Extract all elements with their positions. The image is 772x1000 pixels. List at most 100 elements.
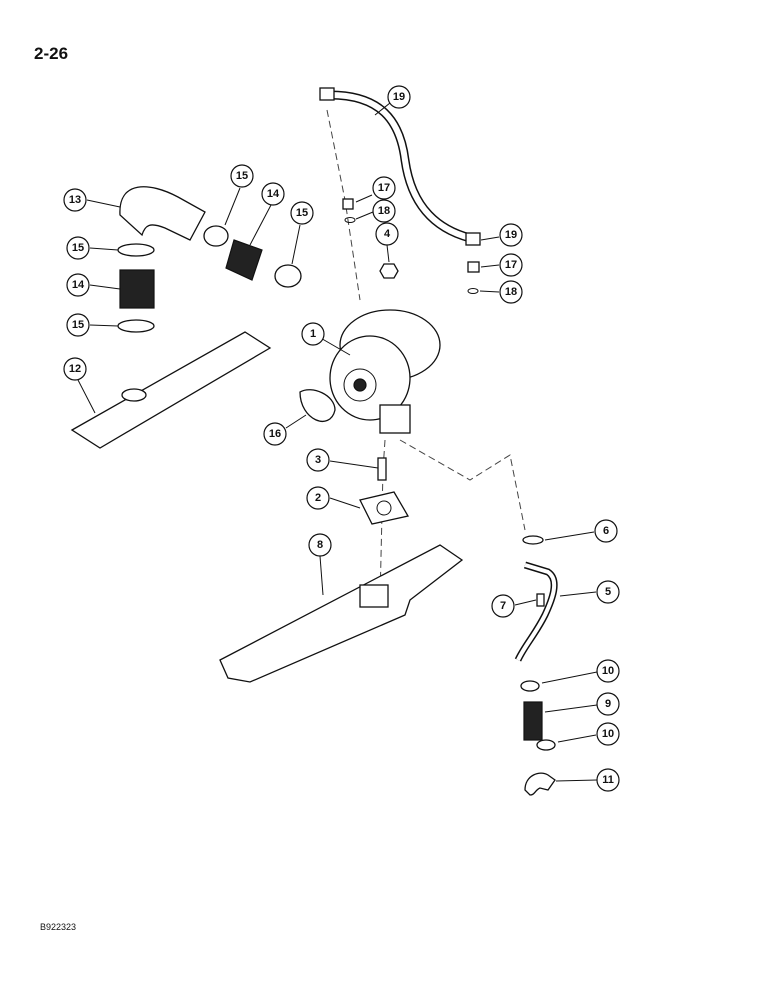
svg-text:1: 1 bbox=[310, 328, 316, 340]
page-number: 2-26 bbox=[34, 44, 69, 63]
washer-upper bbox=[344, 217, 356, 223]
svg-text:2: 2 bbox=[315, 492, 321, 504]
gasket bbox=[359, 491, 410, 525]
leader-2 bbox=[329, 497, 361, 509]
callout-14-left: 14 bbox=[66, 273, 90, 297]
drain-elbow bbox=[524, 772, 556, 796]
leader-10b bbox=[557, 734, 597, 743]
leader-3 bbox=[329, 460, 379, 469]
svg-text:3: 3 bbox=[315, 454, 321, 466]
leader-lines bbox=[77, 102, 598, 782]
leader-17a bbox=[355, 194, 373, 203]
exhaust-manifold-flange bbox=[359, 584, 389, 608]
oil-drain-tube bbox=[514, 561, 558, 662]
gasket-hole bbox=[376, 500, 392, 516]
leader-14b bbox=[89, 284, 121, 290]
leader-14a bbox=[249, 204, 272, 246]
callout-4: 4 bbox=[375, 222, 399, 246]
callout-7: 7 bbox=[491, 594, 515, 618]
svg-text:4: 4 bbox=[384, 228, 391, 240]
leader-19b bbox=[480, 236, 500, 241]
callout-10-upper: 10 bbox=[596, 659, 620, 683]
callout-12: 12 bbox=[63, 357, 87, 381]
callout-9: 9 bbox=[596, 692, 620, 716]
svg-text:14: 14 bbox=[72, 279, 85, 291]
svg-text:13: 13 bbox=[69, 194, 81, 206]
exhaust-manifold bbox=[219, 544, 464, 683]
leader-16 bbox=[285, 414, 307, 429]
callout-14-upper: 14 bbox=[261, 182, 285, 206]
nut bbox=[379, 263, 399, 279]
callout-6: 6 bbox=[594, 519, 618, 543]
clamp-left-1 bbox=[117, 243, 155, 257]
callout-11: 11 bbox=[596, 768, 620, 792]
hose-right bbox=[225, 239, 263, 281]
intake-outlet-port bbox=[121, 388, 147, 402]
callout-19-upper: 19 bbox=[387, 85, 411, 109]
svg-text:9: 9 bbox=[605, 698, 611, 710]
leader-19a bbox=[374, 102, 391, 116]
svg-text:15: 15 bbox=[72, 319, 84, 331]
leader-8 bbox=[319, 555, 324, 596]
fitting-lower bbox=[467, 261, 480, 273]
svg-text:12: 12 bbox=[69, 363, 81, 375]
intake-manifold-cover bbox=[70, 331, 272, 449]
leader-6 bbox=[544, 531, 595, 541]
callout-8: 8 bbox=[308, 533, 332, 557]
callout-3: 3 bbox=[306, 448, 330, 472]
assembly-line-center bbox=[379, 439, 386, 601]
oil-supply-line bbox=[319, 87, 481, 246]
leader-11 bbox=[555, 779, 598, 782]
bolt bbox=[536, 593, 545, 607]
leader-18b bbox=[479, 290, 500, 293]
callout-17-lower: 17 bbox=[499, 253, 523, 277]
callout-15-left-1: 15 bbox=[66, 236, 90, 260]
stud bbox=[377, 457, 387, 481]
svg-text:10: 10 bbox=[602, 665, 614, 677]
leader-17b bbox=[480, 264, 500, 268]
callout-18-lower: 18 bbox=[499, 280, 523, 304]
leader-9 bbox=[544, 704, 598, 713]
svg-text:17: 17 bbox=[378, 182, 390, 194]
callout-15-upper-1: 15 bbox=[230, 164, 254, 188]
oil-line-fitting-lower bbox=[465, 232, 481, 246]
callout-17-upper: 17 bbox=[372, 176, 396, 200]
svg-text:6: 6 bbox=[603, 525, 609, 537]
elbow-tube bbox=[119, 186, 206, 241]
callout-2: 2 bbox=[306, 486, 330, 510]
leader-10a bbox=[541, 671, 598, 684]
v-band-clamp bbox=[299, 389, 336, 422]
leader-5 bbox=[559, 591, 597, 597]
svg-text:17: 17 bbox=[505, 259, 517, 271]
hose-left bbox=[119, 269, 155, 309]
leader-15b bbox=[291, 224, 301, 265]
clamp-upper-2 bbox=[274, 264, 302, 288]
svg-text:7: 7 bbox=[500, 600, 506, 612]
svg-text:10: 10 bbox=[602, 728, 614, 740]
clamp-upper-1 bbox=[203, 225, 229, 247]
callout-5: 5 bbox=[596, 580, 620, 604]
clamp-drain-upper bbox=[520, 680, 540, 692]
svg-text:19: 19 bbox=[505, 229, 517, 241]
oil-line-fitting-upper bbox=[319, 87, 335, 101]
leader-15d bbox=[89, 324, 119, 327]
svg-text:15: 15 bbox=[296, 207, 308, 219]
svg-text:18: 18 bbox=[505, 286, 517, 298]
leader-15c bbox=[89, 247, 119, 251]
svg-text:15: 15 bbox=[236, 170, 248, 182]
callout-18-upper: 18 bbox=[372, 199, 396, 223]
leader-12 bbox=[77, 379, 96, 414]
callout-13: 13 bbox=[63, 188, 87, 212]
svg-text:19: 19 bbox=[393, 91, 405, 103]
callout-1: 1 bbox=[301, 322, 325, 346]
svg-text:18: 18 bbox=[378, 205, 390, 217]
leader-7 bbox=[514, 599, 537, 606]
callouts: 1 2 3 4 5 6 7 8 9 10 10 11 12 13 14 14 1… bbox=[63, 85, 620, 792]
callout-19-lower: 19 bbox=[499, 223, 523, 247]
callout-15-upper-2: 15 bbox=[290, 201, 314, 225]
callout-16: 16 bbox=[263, 422, 287, 446]
clamp-left-2 bbox=[117, 319, 155, 333]
svg-text:16: 16 bbox=[269, 428, 281, 440]
fitting-upper bbox=[342, 198, 354, 210]
